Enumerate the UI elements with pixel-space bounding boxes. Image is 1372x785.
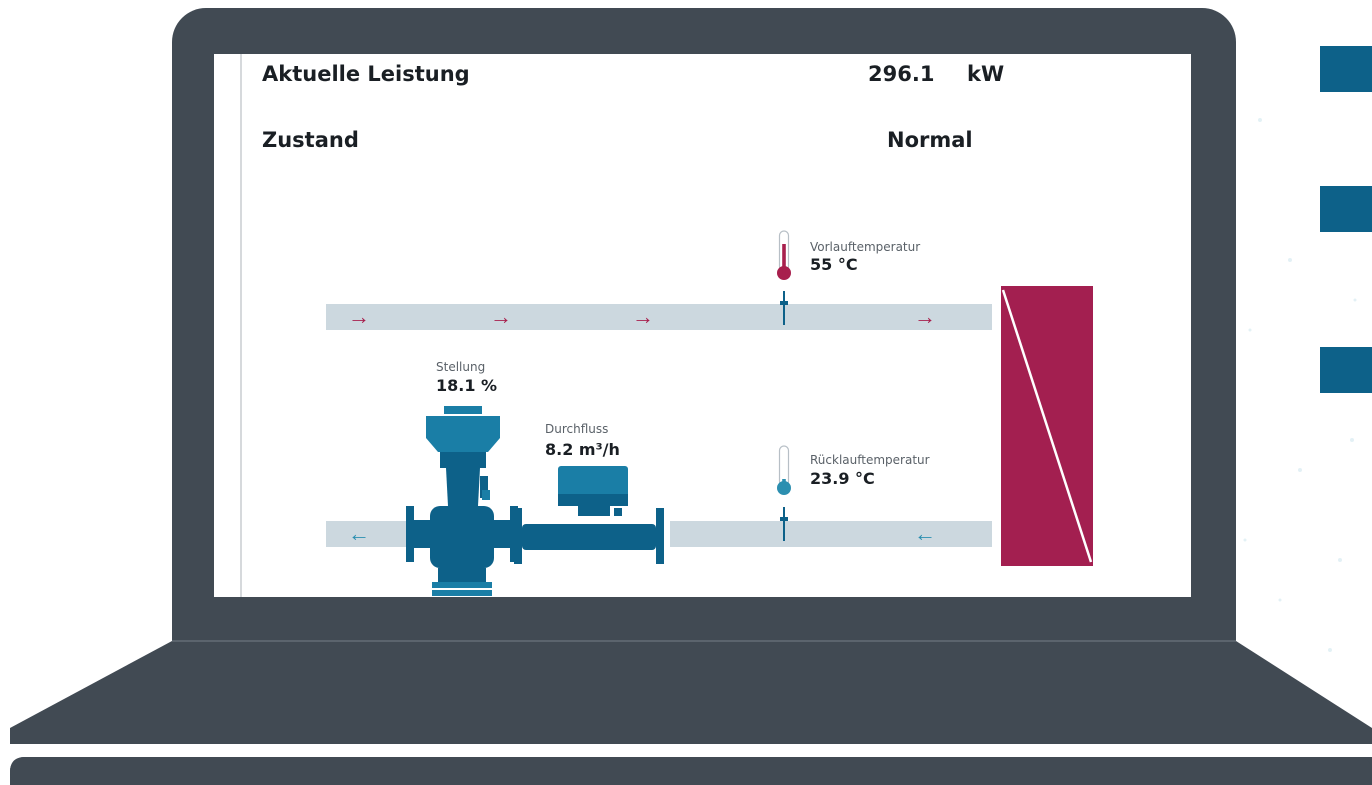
side-square-2	[1320, 186, 1372, 232]
return-arrow: ←	[348, 521, 370, 546]
supply-pipe	[326, 304, 992, 330]
side-square-3	[1320, 347, 1372, 393]
power-unit: kW	[967, 62, 1005, 86]
screen: Aktuelle Leistung 296.1 kW Zustand Norma…	[214, 54, 1191, 597]
state-label: Zustand	[262, 128, 359, 152]
flow-label: Durchfluss	[545, 422, 609, 436]
return-arrow: ←	[914, 521, 936, 546]
return-temp-label: Rücklauftemperatur	[810, 453, 930, 467]
supply-arrow: →	[348, 304, 370, 329]
thermometer-icon	[777, 230, 791, 280]
screen-divider	[240, 54, 242, 597]
temperature-sensor-icon	[780, 507, 788, 541]
valve-position-label: Stellung	[436, 360, 486, 374]
return-temp-value: 23.9 °C	[810, 469, 875, 488]
supply-arrow: →	[914, 304, 936, 329]
thermometer-icon	[777, 445, 791, 495]
return-pipe	[670, 521, 992, 547]
flow-value: 8.2 m³/h	[545, 440, 620, 459]
temperature-sensor-icon	[780, 291, 788, 325]
valve-icon	[406, 406, 518, 596]
power-label: Aktuelle Leistung	[262, 62, 470, 86]
return-pipe	[326, 521, 408, 547]
supply-temp-value: 55 °C	[810, 255, 858, 274]
side-square-1	[1320, 46, 1372, 92]
state-value: Normal	[887, 128, 973, 152]
supply-arrow: →	[632, 304, 654, 329]
flow-meter-icon	[514, 466, 664, 564]
power-value: 296.1	[868, 62, 935, 86]
heat-exchanger-icon	[1001, 286, 1093, 566]
supply-temp-label: Vorlauftemperatur	[810, 240, 921, 254]
supply-arrow: →	[490, 304, 512, 329]
valve-position-value: 18.1 %	[436, 376, 498, 395]
